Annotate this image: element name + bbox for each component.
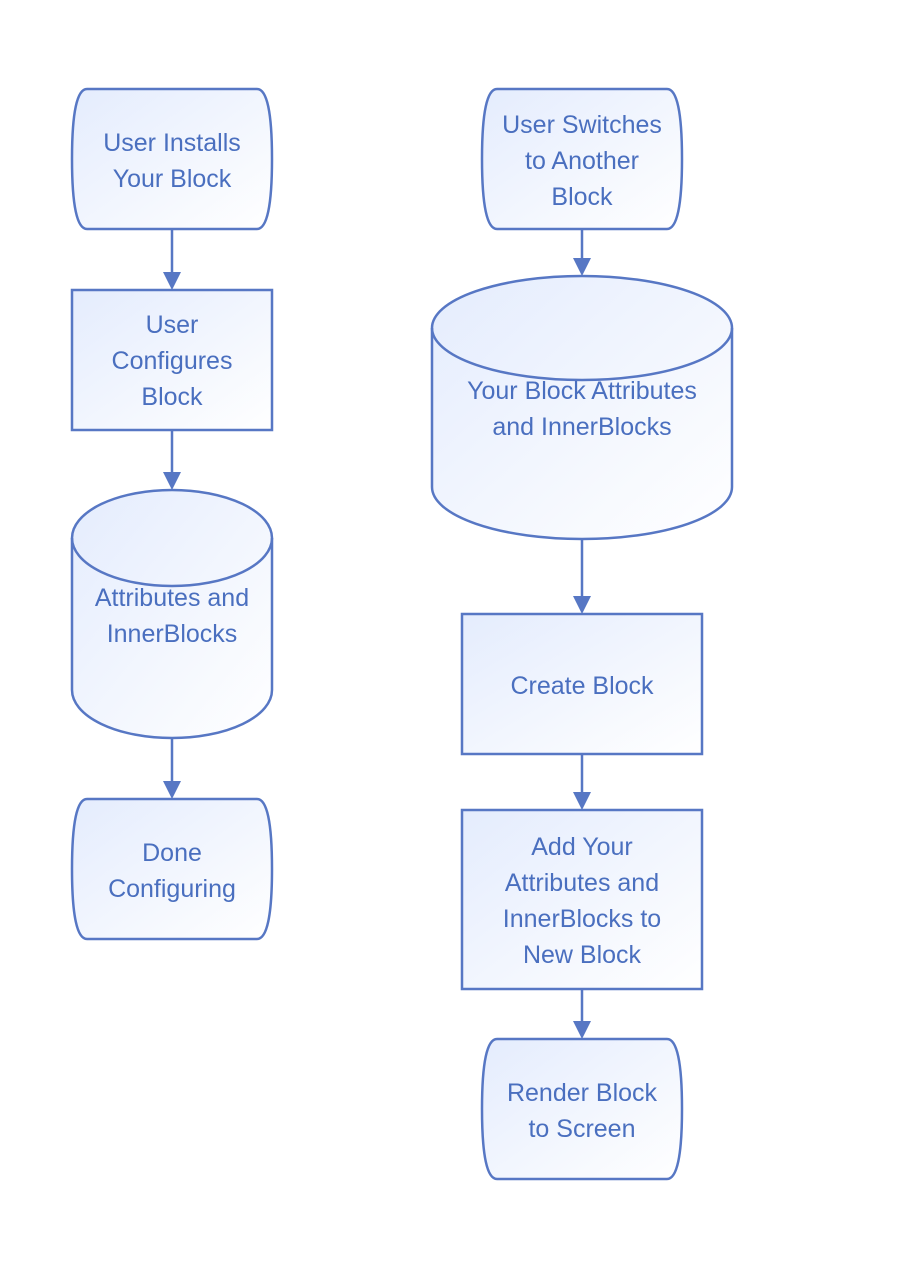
- stadium-shape: [70, 797, 274, 941]
- node-attributes-and-innerblocks: Attributes and InnerBlocks: [70, 488, 274, 740]
- stadium-shape: [70, 87, 274, 231]
- node-user-switches-block: User Switches to Another Block: [480, 87, 684, 231]
- arrow-head-icon: [573, 258, 591, 276]
- node-done-configuring: Done Configuring: [70, 797, 274, 941]
- arrow-head-icon: [163, 781, 181, 799]
- arrow-head-icon: [573, 596, 591, 614]
- rect-shape: [460, 808, 704, 991]
- node-create-block: Create Block: [460, 612, 704, 756]
- node-user-installs-block: User Installs Your Block: [70, 87, 274, 231]
- node-label: Create Block: [510, 672, 654, 700]
- node-label: Attributes and: [95, 584, 249, 612]
- cylinder-top-rim: [70, 537, 274, 588]
- arrow-head-icon: [573, 792, 591, 810]
- node-add-attributes-to-new-block: Add Your Attributes and InnerBlocks to N…: [460, 808, 704, 991]
- node-label: Add Your: [531, 833, 633, 861]
- node-label: Your Block: [113, 165, 232, 193]
- node-label: User: [146, 311, 199, 339]
- node-label: Attributes and: [505, 869, 659, 897]
- arrow-head-icon: [163, 272, 181, 290]
- node-label: User Installs: [103, 129, 241, 157]
- node-label: and InnerBlocks: [492, 413, 671, 441]
- node-label: Configuring: [108, 875, 236, 903]
- node-label: Your Block Attributes: [467, 377, 697, 405]
- node-label: Done: [142, 839, 202, 867]
- cylinder-shape: [70, 488, 274, 740]
- node-user-configures-block: User Configures Block: [70, 288, 274, 432]
- cylinder-top-rim: [430, 327, 734, 382]
- stadium-shape: [480, 87, 684, 231]
- node-label: Block: [141, 383, 203, 411]
- node-your-block-attributes: Your Block Attributes and InnerBlocks: [430, 274, 734, 541]
- node-label: to Screen: [528, 1115, 635, 1143]
- node-label: Block: [551, 183, 613, 211]
- rect-shape: [70, 288, 274, 432]
- node-label: Configures: [112, 347, 233, 375]
- node-label: InnerBlocks: [107, 620, 238, 648]
- arrow-head-icon: [163, 472, 181, 490]
- cylinder-shape: [430, 274, 734, 541]
- node-label: User Switches: [502, 111, 662, 139]
- node-render-block-to-screen: Render Block to Screen: [480, 1037, 684, 1181]
- node-label: Render Block: [507, 1079, 658, 1107]
- node-label: New Block: [523, 941, 642, 969]
- edges: [163, 229, 591, 1039]
- arrow-head-icon: [573, 1021, 591, 1039]
- node-label: to Another: [525, 147, 639, 175]
- stadium-shape: [480, 1037, 684, 1181]
- node-label: InnerBlocks to: [503, 905, 661, 933]
- rect-shape: [460, 612, 704, 756]
